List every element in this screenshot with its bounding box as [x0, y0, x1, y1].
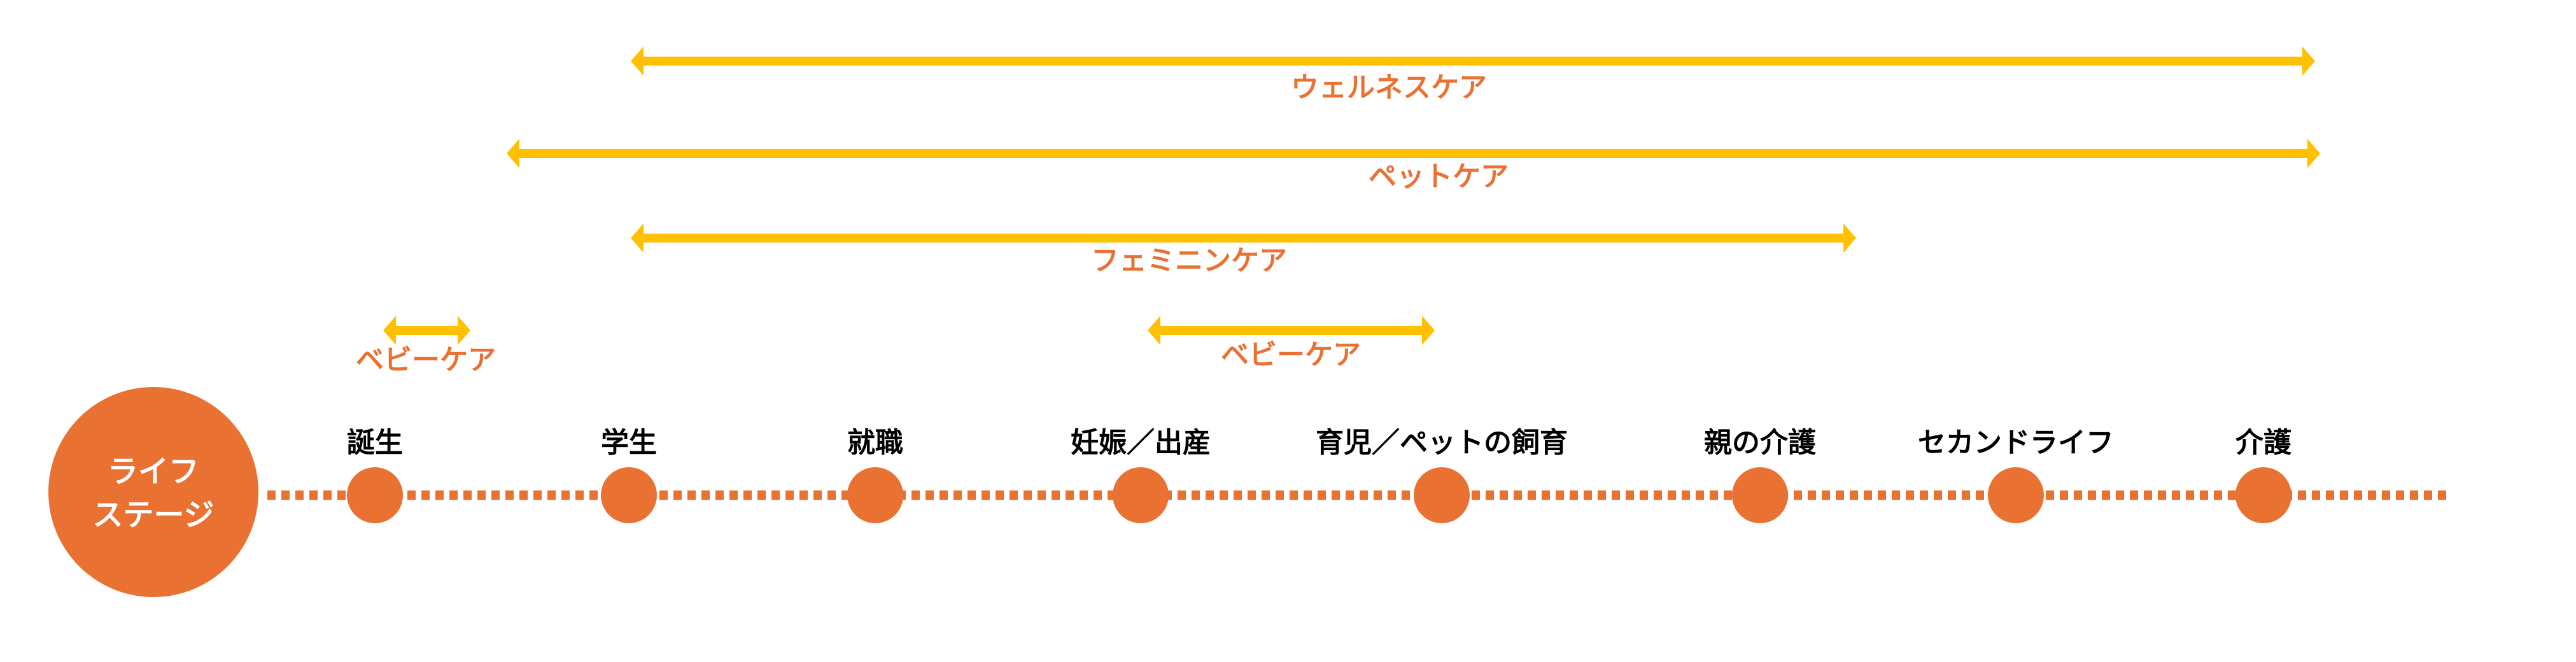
stage-dot — [347, 467, 403, 523]
care-range-label: ベビーケア — [356, 344, 496, 376]
care-range: ペットケア — [507, 139, 2320, 193]
care-range: ウェルネスケア — [631, 46, 2315, 104]
care-range-label: ウェルネスケア — [1291, 71, 1487, 104]
stage-item: 学生 — [601, 426, 657, 523]
stage-label: 介護 — [2235, 426, 2292, 459]
stage-label: 学生 — [601, 426, 657, 459]
care-range-label: フェミニンケア — [1091, 244, 1287, 277]
life-stage-label-line2: ステージ — [92, 497, 214, 533]
care-range-label: ベビーケア — [1221, 339, 1361, 371]
life-stage-circle — [48, 387, 258, 597]
stage-label: 育児／ペットの飼育 — [1316, 426, 1568, 459]
stage-label: 妊娠／出産 — [1071, 426, 1211, 459]
stage-item: 誕生 — [347, 426, 403, 523]
double-arrow-icon — [1148, 316, 1435, 345]
stage-item: 介護 — [2235, 426, 2292, 523]
stage-item: 育児／ペットの飼育 — [1316, 426, 1568, 523]
stage-dot — [601, 467, 657, 523]
double-arrow-icon — [383, 316, 470, 345]
stage-label: 誕生 — [347, 426, 403, 459]
stage-dot — [1988, 467, 2044, 523]
care-range-label: ペットケア — [1369, 160, 1509, 193]
stage-item: 妊娠／出産 — [1071, 426, 1211, 523]
stage-item: 就職 — [847, 426, 903, 523]
stage-dot — [1414, 467, 1470, 523]
double-arrow-icon — [631, 223, 1856, 253]
stage-label: 親の介護 — [1704, 426, 1817, 459]
stage-item: セカンドライフ — [1918, 426, 2114, 523]
stage-list: 誕生 学生 就職 妊娠／出産 育児／ペットの飼育 親の介護 セカンドライフ 介護 — [347, 426, 2292, 523]
life-stage-label-line1: ライフ — [108, 454, 199, 489]
care-range: ベビーケア — [1148, 316, 1435, 371]
stage-dot — [1732, 467, 1788, 523]
double-arrow-icon — [631, 46, 2315, 76]
care-range: ベビーケア — [356, 316, 496, 376]
stage-dot — [847, 467, 903, 523]
stage-dot — [1113, 467, 1169, 523]
stage-label: セカンドライフ — [1918, 426, 2114, 459]
stage-label: 就職 — [847, 426, 903, 459]
life-stage-badge: ライフ ステージ — [48, 387, 258, 597]
double-arrow-icon — [507, 139, 2320, 168]
stage-dot — [2235, 467, 2291, 523]
stage-item: 親の介護 — [1704, 426, 1817, 523]
care-range: フェミニンケア — [631, 223, 1856, 277]
